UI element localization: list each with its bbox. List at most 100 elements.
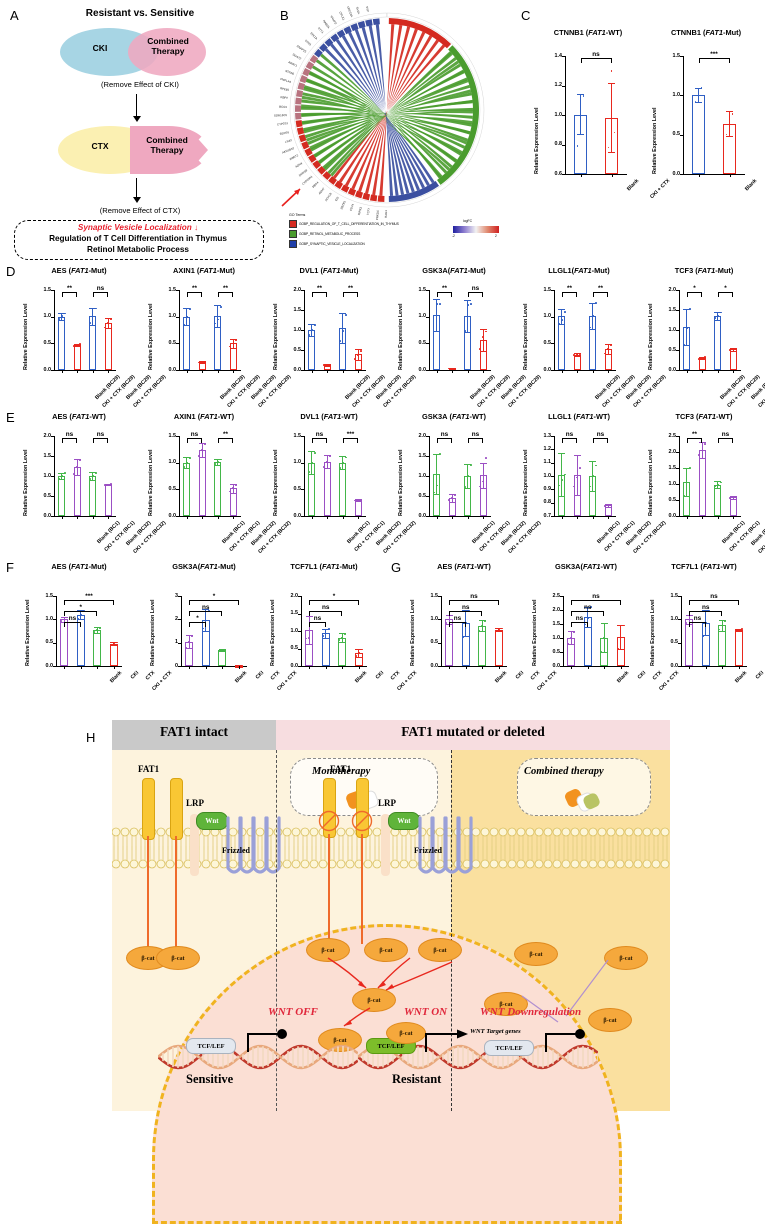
data-point bbox=[467, 304, 469, 306]
y-tick bbox=[301, 516, 304, 517]
gene-label: CD74 bbox=[349, 203, 355, 211]
significance-label: ns bbox=[704, 431, 748, 438]
frizzled-helix bbox=[420, 818, 432, 872]
lipid-tail bbox=[636, 846, 640, 860]
data-point bbox=[623, 625, 625, 627]
data-point bbox=[570, 637, 572, 639]
gene-label: SYP bbox=[365, 6, 370, 12]
colorbar-min: -2 bbox=[452, 234, 455, 238]
y-tick-label: 2.0 bbox=[537, 607, 560, 613]
y-axis-label: Relative Expression Level bbox=[523, 449, 529, 516]
y-tick-label: 1.0 bbox=[528, 313, 551, 319]
significance-bracket bbox=[189, 622, 206, 627]
significance-bracket bbox=[718, 292, 734, 297]
chart-title: LLGL1(FAT1-Mut) bbox=[518, 266, 640, 275]
significance-label: * bbox=[704, 285, 748, 292]
panel-a-letter: A bbox=[10, 8, 19, 23]
bar bbox=[58, 476, 65, 516]
data-point bbox=[735, 629, 737, 631]
y-tick bbox=[301, 370, 304, 371]
y-axis-label: Relative Expression Level bbox=[652, 107, 658, 174]
data-point bbox=[724, 620, 726, 622]
y-tick bbox=[53, 643, 56, 644]
colorbar-title: logFC bbox=[463, 219, 472, 223]
data-point bbox=[464, 330, 466, 332]
x-tick bbox=[327, 370, 328, 373]
lipid-tail bbox=[537, 846, 541, 860]
lipid-head bbox=[157, 828, 165, 836]
x-tick bbox=[114, 666, 115, 669]
data-point bbox=[345, 314, 347, 316]
bar bbox=[699, 450, 706, 516]
x-tick bbox=[93, 516, 94, 519]
significance-label: ns bbox=[79, 285, 123, 292]
x-tick bbox=[449, 666, 450, 669]
significance-bracket bbox=[689, 611, 722, 616]
data-point bbox=[344, 634, 346, 636]
chart-title: DVL1 (FAT1-Mut) bbox=[268, 266, 390, 275]
error-cap bbox=[589, 461, 596, 462]
lipid-head bbox=[373, 828, 381, 836]
fat1-receptor-left-2 bbox=[170, 778, 183, 840]
frizzled-helix bbox=[267, 818, 279, 872]
x-tick bbox=[81, 666, 82, 669]
data-point bbox=[339, 340, 341, 342]
chart-title: GSK3A(FAT1-Mut) bbox=[393, 266, 515, 275]
x-axis bbox=[304, 516, 366, 517]
significance-label: ns bbox=[561, 593, 631, 600]
error-cap bbox=[730, 351, 737, 352]
y-tick-label: 1.0 bbox=[653, 327, 676, 333]
lipid-tail bbox=[501, 836, 505, 850]
data-point bbox=[92, 475, 94, 477]
x-tick bbox=[97, 666, 98, 669]
data-point bbox=[583, 95, 585, 97]
y-tick-label: 0.0 bbox=[30, 663, 53, 669]
chart-title: GSK3A(FAT1-WT) bbox=[525, 562, 647, 571]
gene-label: ADH7 bbox=[318, 186, 326, 195]
lipid-tail bbox=[393, 836, 397, 850]
x-tick bbox=[93, 370, 94, 373]
lipid-tail bbox=[339, 846, 343, 860]
data-point bbox=[576, 477, 578, 479]
lipid-tail bbox=[141, 846, 145, 860]
gene-label: AKR1B10 bbox=[282, 146, 295, 154]
y-tick bbox=[176, 463, 179, 464]
lipid-head bbox=[607, 860, 615, 868]
data-point bbox=[96, 629, 98, 631]
y-tick-label: 0.5 bbox=[653, 497, 676, 503]
error-cap bbox=[324, 468, 331, 469]
significance-bracket bbox=[64, 622, 81, 627]
data-point bbox=[76, 344, 78, 346]
transcription-active-resistant bbox=[424, 1028, 470, 1054]
panel-c-letter: C bbox=[521, 8, 530, 23]
lipid-head bbox=[643, 860, 651, 868]
x-tick bbox=[604, 666, 605, 669]
error-cap bbox=[105, 328, 112, 329]
error-cap bbox=[605, 354, 612, 355]
significance-label: ns bbox=[454, 285, 498, 292]
frizzled-helix bbox=[228, 818, 240, 872]
y-tick-label: 1.0 bbox=[275, 628, 298, 634]
legend-label-1: GOBP_RETINOL_METABOLIC_PROCESS bbox=[299, 232, 360, 236]
lipid-head bbox=[400, 860, 408, 868]
x-tick bbox=[612, 174, 613, 177]
x-tick bbox=[687, 370, 688, 373]
error-cap bbox=[699, 458, 706, 459]
x-axis bbox=[679, 516, 741, 517]
gene-label: STX1A bbox=[309, 31, 318, 40]
y-tick bbox=[676, 516, 679, 517]
chart-title: DVL1 (FAT1-WT) bbox=[268, 412, 390, 421]
y-axis-label: Relative Expression Level bbox=[273, 303, 279, 370]
data-point bbox=[104, 327, 106, 329]
y-tick-label: 1.0 bbox=[655, 616, 678, 622]
y-axis bbox=[304, 436, 305, 516]
significance-label: *** bbox=[685, 51, 744, 58]
y-axis-label: Relative Expression Level bbox=[148, 449, 154, 516]
x-tick bbox=[189, 666, 190, 669]
bcat-left-2: β-cat bbox=[156, 946, 200, 970]
significance-bracket bbox=[718, 438, 734, 443]
lipid-head bbox=[202, 860, 210, 868]
